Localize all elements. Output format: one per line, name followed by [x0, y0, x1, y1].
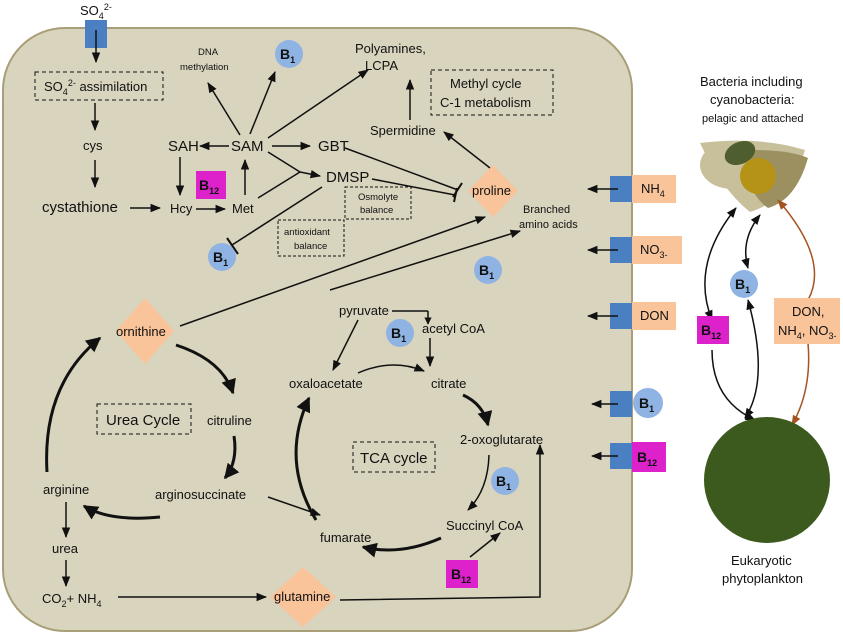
don-transporter: DON — [586, 302, 676, 330]
proline-label: proline — [472, 183, 511, 198]
b1-badge-oxoglutarate: B1 — [491, 467, 519, 495]
phytoplankton-cell — [704, 417, 830, 543]
citruline-label: citruline — [207, 413, 252, 428]
phyto-line2: phytoplankton — [722, 571, 803, 586]
ornithine-label: ornithine — [116, 324, 166, 339]
bacteria-line3: pelagic and attached — [702, 113, 804, 125]
svg-text:NO3-: NO3- — [640, 242, 668, 260]
svg-text:B1: B1 — [479, 262, 494, 281]
svg-text:B1: B1 — [735, 276, 750, 295]
osmolyte-box — [344, 186, 412, 220]
spermidine-label: Spermidine — [370, 123, 436, 138]
svg-text:DON,: DON, — [792, 304, 825, 319]
svg-text:B12: B12 — [199, 177, 219, 196]
dmsp-label: DMSP — [326, 169, 369, 186]
gbt-label: GBT — [318, 138, 349, 155]
b1-badge-pyruvate: B1 — [386, 319, 414, 347]
b12-badge-met: B12 — [196, 171, 226, 199]
antioxidant-box — [277, 219, 345, 257]
acetyl-coa-label: acetyl CoA — [422, 321, 485, 336]
arginine-label: arginine — [43, 482, 89, 497]
dmsp-proline-inhibition — [371, 178, 456, 196]
urea-cycle-box — [96, 403, 192, 435]
b12-badge-succinyl: B12 — [446, 560, 478, 588]
osmolyte-line1: Osmolyte — [358, 192, 398, 203]
so4-input: SO42- — [80, 2, 112, 64]
met-label: Met — [232, 201, 254, 216]
cys-label: cys — [83, 138, 103, 153]
polyamines-line1: Polyamines, — [355, 41, 426, 56]
antioxidant-line2: balance — [294, 241, 327, 252]
tca-cycle-label: TCA cycle — [360, 450, 428, 467]
co2-nh4-label: CO2+ NH4 — [42, 591, 102, 609]
methyl-cycle-box — [430, 69, 554, 116]
antioxidant-line1: antioxidant — [284, 227, 330, 238]
svg-text:B1: B1 — [280, 46, 295, 65]
arginosuccinate-label: arginosuccinate — [155, 487, 246, 502]
sah-label: SAH — [168, 138, 199, 155]
b1-met-inhibition — [231, 186, 323, 246]
nh4-transporter: NH4 — [586, 175, 676, 203]
sam-label: SAM — [231, 138, 264, 155]
gbt-proline-inhibition — [344, 147, 459, 191]
b1-transporter: B1 — [590, 388, 663, 418]
urea-cycle-label: Urea Cycle — [106, 412, 180, 429]
urea-label: urea — [52, 541, 79, 556]
b1-badge-met: B1 — [208, 243, 236, 271]
so4-label: SO42- — [80, 2, 112, 21]
svg-text:NH4, NO3-: NH4, NO3- — [778, 323, 837, 341]
svg-text:B12: B12 — [637, 449, 657, 468]
pyruvate-label: pyruvate — [339, 303, 389, 318]
so4-assimilation-label: SO42- assimilation — [44, 78, 147, 97]
glutamine-label: glutamine — [274, 589, 330, 604]
branched-line1: Branched — [523, 204, 570, 216]
b12-badge-exchange: B12 — [697, 316, 729, 344]
glutamine-diamond — [270, 567, 336, 627]
svg-text:NH4: NH4 — [641, 181, 665, 199]
svg-text:B1: B1 — [391, 325, 406, 344]
phyto-line1: Eukaryotic — [731, 553, 792, 568]
branched-line2: amino acids — [519, 219, 578, 231]
cell-body — [2, 27, 633, 632]
methyl-cycle-line1: Methyl cycle — [450, 76, 522, 91]
b1-badge-exchange: B1 — [730, 270, 758, 298]
b1-badge-branched: B1 — [474, 256, 502, 284]
cystathione-label: cystathione — [42, 199, 118, 216]
no3-transporter: NO3- — [586, 236, 682, 264]
osmolyte-line2: balance — [360, 205, 393, 216]
citrate-label: citrate — [431, 376, 466, 391]
oxaloacetate-label: oxaloacetate — [289, 376, 363, 391]
dna-methylation-line1: DNA — [198, 47, 219, 58]
svg-text:B1: B1 — [213, 249, 228, 268]
polyamines-line2: LCPA — [365, 58, 398, 73]
svg-text:B12: B12 — [701, 322, 721, 341]
so4-assimilation-box — [34, 71, 164, 101]
b12-transporter: B12 — [590, 442, 666, 472]
b1-badge-sam: B1 — [275, 40, 303, 68]
bacteria-cluster — [700, 140, 808, 212]
bacteria-line1: Bacteria including — [700, 74, 803, 89]
svg-text:DON: DON — [640, 308, 669, 323]
oxoglutarate-label: 2-oxoglutarate — [460, 432, 543, 447]
fumarate-label: fumarate — [320, 530, 371, 545]
bacteria-line2: cyanobacteria: — [710, 92, 795, 107]
methyl-cycle-line2: C-1 metabolism — [440, 95, 531, 110]
svg-text:B1: B1 — [639, 395, 654, 414]
ornithine-diamond — [116, 298, 174, 364]
svg-text:B12: B12 — [451, 566, 471, 585]
hcy-label: Hcy — [170, 201, 193, 216]
dna-methylation-line2: methylation — [180, 62, 229, 73]
succinyl-coa-label: Succinyl CoA — [446, 518, 524, 533]
exchange-nutrients-box: DON, NH4, NO3- — [774, 298, 840, 344]
proline-diamond — [468, 165, 518, 217]
svg-text:B1: B1 — [496, 473, 511, 492]
